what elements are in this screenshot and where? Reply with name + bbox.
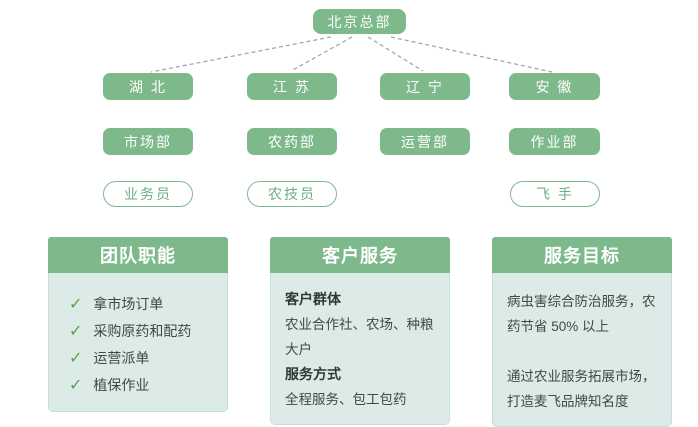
- card-customer-service: 客户服务 客户群体 农业合作社、农场、种粮大户 服务方式 全程服务、包工包药: [270, 237, 450, 425]
- node-role-label: 农技员: [268, 186, 316, 202]
- card-customer-service-title: 客户服务: [270, 237, 450, 273]
- goal-paragraph: 病虫害综合防治服务，农药节省 50% 以上: [507, 294, 656, 334]
- node-region-label: 辽 宁: [406, 78, 444, 95]
- node-dept-field-ops: 作业部: [509, 128, 600, 155]
- node-dept-marketing: 市场部: [103, 128, 193, 155]
- card-team-functions-body: ✓ 拿市场订单 ✓ 采购原药和配药 ✓ 运营派单 ✓ 植保作业: [48, 273, 228, 412]
- check-icon: ✓: [69, 350, 83, 367]
- check-icon: ✓: [69, 296, 83, 313]
- node-region-label: 湖 北: [129, 78, 167, 95]
- checklist-item: ✓ 采购原药和配药: [63, 318, 213, 345]
- checklist-item: ✓ 运营派单: [63, 345, 213, 372]
- checklist-item-text: 运营派单: [93, 350, 150, 366]
- checklist-item-text: 植保作业: [93, 377, 150, 393]
- node-region-liaoning: 辽 宁: [380, 73, 470, 100]
- node-dept-operations: 运营部: [380, 128, 470, 155]
- node-dept-pesticide: 农药部: [247, 128, 337, 155]
- node-region-hubei: 湖 北: [103, 73, 193, 100]
- node-role-label: 飞 手: [536, 186, 574, 202]
- node-role-agri-technician: 农技员: [247, 181, 337, 207]
- section-text: 全程服务、包工包药: [285, 392, 407, 407]
- section-heading: 服务方式: [285, 366, 341, 382]
- node-dept-label: 市场部: [124, 133, 172, 150]
- node-role-label: 业务员: [124, 186, 172, 202]
- card-service-goals-body: 病虫害综合防治服务，农药节省 50% 以上 通过农业服务拓展市场，打造麦飞品牌知…: [492, 273, 672, 427]
- card-customer-service-body: 客户群体 农业合作社、农场、种粮大户 服务方式 全程服务、包工包药: [270, 273, 450, 425]
- node-region-label: 江 苏: [273, 78, 311, 95]
- card-title-text: 服务目标: [544, 246, 620, 266]
- node-dept-label: 农药部: [268, 133, 316, 150]
- node-region-jiangsu: 江 苏: [247, 73, 337, 100]
- check-icon: ✓: [69, 377, 83, 394]
- node-region-label: 安 徽: [535, 78, 574, 95]
- checklist-item: ✓ 拿市场订单: [63, 291, 213, 318]
- goal-paragraph: 通过农业服务拓展市场，打造麦飞品牌知名度: [507, 369, 656, 409]
- checklist-item-text: 拿市场订单: [93, 296, 164, 312]
- section-heading: 客户群体: [285, 291, 341, 307]
- node-role-salesperson: 业务员: [103, 181, 193, 207]
- card-service-goals: 服务目标 病虫害综合防治服务，农药节省 50% 以上 通过农业服务拓展市场，打造…: [492, 237, 672, 427]
- node-dept-label: 运营部: [401, 133, 449, 150]
- card-title-text: 团队职能: [100, 246, 176, 266]
- section-text: 农业合作社、农场、种粮大户: [285, 317, 434, 357]
- card-team-functions-title: 团队职能: [48, 237, 228, 273]
- node-dept-label: 作业部: [530, 133, 579, 150]
- node-role-drone-pilot: 飞 手: [510, 181, 600, 207]
- node-headquarters-label: 北京总部: [327, 13, 392, 30]
- checklist-item: ✓ 植保作业: [63, 372, 213, 399]
- checklist-item-text: 采购原药和配药: [93, 323, 192, 339]
- card-service-goals-title: 服务目标: [492, 237, 672, 273]
- node-region-anhui: 安 徽: [509, 73, 600, 100]
- card-team-functions: 团队职能 ✓ 拿市场订单 ✓ 采购原药和配药 ✓ 运营派单 ✓ 植保作业: [48, 237, 228, 412]
- node-headquarters: 北京总部: [313, 9, 406, 34]
- card-title-text: 客户服务: [322, 246, 398, 266]
- check-icon: ✓: [69, 323, 83, 340]
